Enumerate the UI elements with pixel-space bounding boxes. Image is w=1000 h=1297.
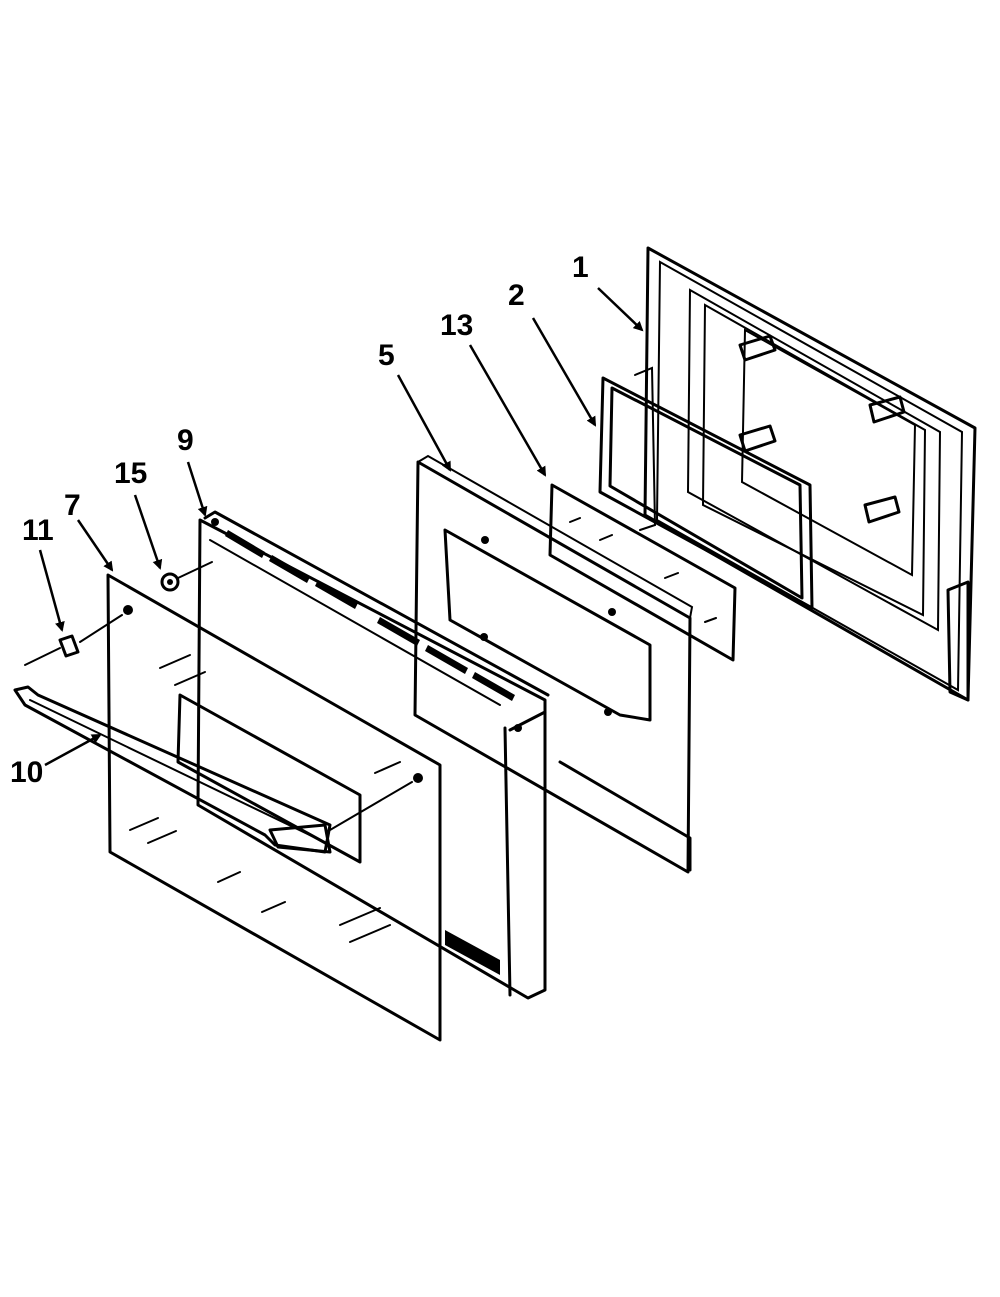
callout-9: 9 [177,424,194,457]
vent-slots-bottom [445,930,500,975]
leader-10 [44,733,102,767]
door-handle [13,685,332,854]
leader-2 [531,317,597,427]
leader-1 [597,287,644,332]
door-glass-panel [548,483,737,662]
callout-1: 1 [572,251,589,284]
door-inner-panel [413,454,694,874]
handle-screw-line [329,781,413,831]
callout-10: 10 [10,756,43,789]
callout-15: 15 [114,457,147,490]
leader-7 [76,519,114,572]
callout-labels: 1 2 13 5 9 15 7 11 10 [10,251,589,789]
vent-slots-top [225,530,515,701]
leader-lines [38,287,644,767]
leader-5 [396,374,452,472]
door-frame-with-vents [196,510,550,1000]
callout-13: 13 [440,309,473,342]
callout-7: 7 [64,489,81,522]
door-window-frame [598,366,814,610]
spacer-grommet [160,561,213,592]
callout-5: 5 [378,339,395,372]
leader-9 [186,461,208,517]
inner-door-liner [643,246,977,702]
outer-door-glass [106,573,442,1042]
leader-13 [468,344,547,477]
leader-11 [38,549,65,632]
callout-2: 2 [508,279,525,312]
handle-bracket [24,614,123,666]
leader-15 [133,494,163,570]
callout-11: 11 [22,514,54,547]
